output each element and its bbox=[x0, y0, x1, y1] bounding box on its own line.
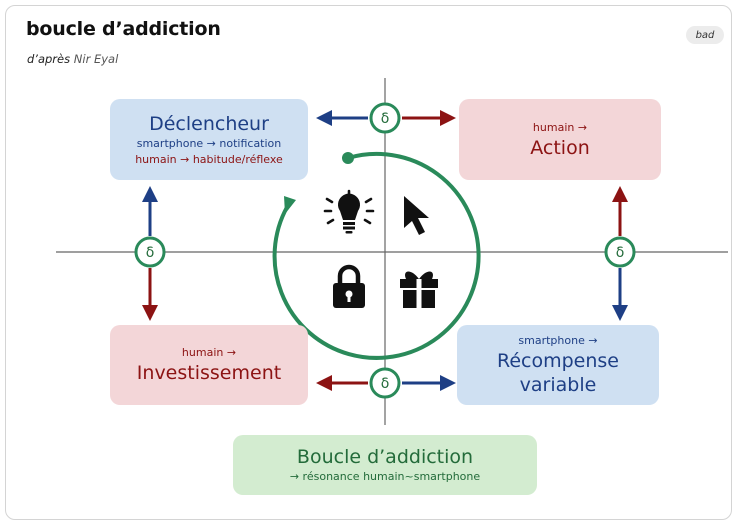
declencheur-title: Déclencheur bbox=[149, 112, 269, 135]
delta-node-left: δ bbox=[134, 236, 166, 268]
box-action: humain → Action bbox=[459, 99, 661, 180]
connector-declencheur-action bbox=[316, 110, 456, 126]
cycle-arrow bbox=[272, 151, 481, 360]
cursor-icon bbox=[404, 196, 429, 235]
box-investissement: humain → Investissement bbox=[110, 325, 308, 405]
delta-node-bottom: δ bbox=[369, 367, 401, 399]
box-boucle-addiction: Boucle d’addiction → résonance humain~sm… bbox=[233, 435, 537, 495]
boucle-subtitle: → résonance humain~smartphone bbox=[289, 470, 481, 483]
investissement-title: Investissement bbox=[136, 362, 282, 384]
connector-declencheur-investissement bbox=[142, 186, 158, 321]
connector-investissement-recompense bbox=[316, 375, 456, 391]
delta-node-top: δ bbox=[369, 102, 401, 134]
investissement-prefix: humain → bbox=[181, 346, 237, 359]
delta-node-right: δ bbox=[604, 236, 636, 268]
page-subtitle: d’après Nir Eyal bbox=[27, 52, 118, 66]
subtitle-prefix: d’après bbox=[27, 52, 71, 66]
declencheur-line-smartphone: smartphone → notification bbox=[136, 136, 282, 150]
box-recompense: smartphone → Récompense variable bbox=[457, 325, 659, 405]
delta-label: δ bbox=[381, 111, 390, 127]
page-title: boucle d’addiction bbox=[26, 18, 221, 40]
delta-label: δ bbox=[381, 376, 390, 392]
delta-label: δ bbox=[616, 245, 625, 261]
boucle-title: Boucle d’addiction bbox=[296, 446, 474, 468]
recompense-prefix: smartphone → bbox=[518, 334, 598, 347]
subtitle-author: Nir Eyal bbox=[73, 52, 119, 66]
lock-icon bbox=[333, 264, 365, 308]
gift-icon bbox=[400, 271, 438, 308]
delta-label: δ bbox=[146, 245, 155, 261]
lightbulb-icon bbox=[323, 189, 375, 234]
action-prefix: humain → bbox=[532, 120, 588, 134]
connector-action-recompense bbox=[612, 186, 628, 321]
recompense-title-line1: Récompense bbox=[497, 350, 619, 372]
recompense-title-line2: variable bbox=[519, 374, 597, 396]
status-badge: bad bbox=[686, 26, 724, 44]
declencheur-line-humain: humain → habitude/réflexe bbox=[135, 152, 283, 166]
box-declencheur: Déclencheur smartphone → notification hu… bbox=[110, 99, 308, 180]
action-title: Action bbox=[530, 136, 590, 159]
